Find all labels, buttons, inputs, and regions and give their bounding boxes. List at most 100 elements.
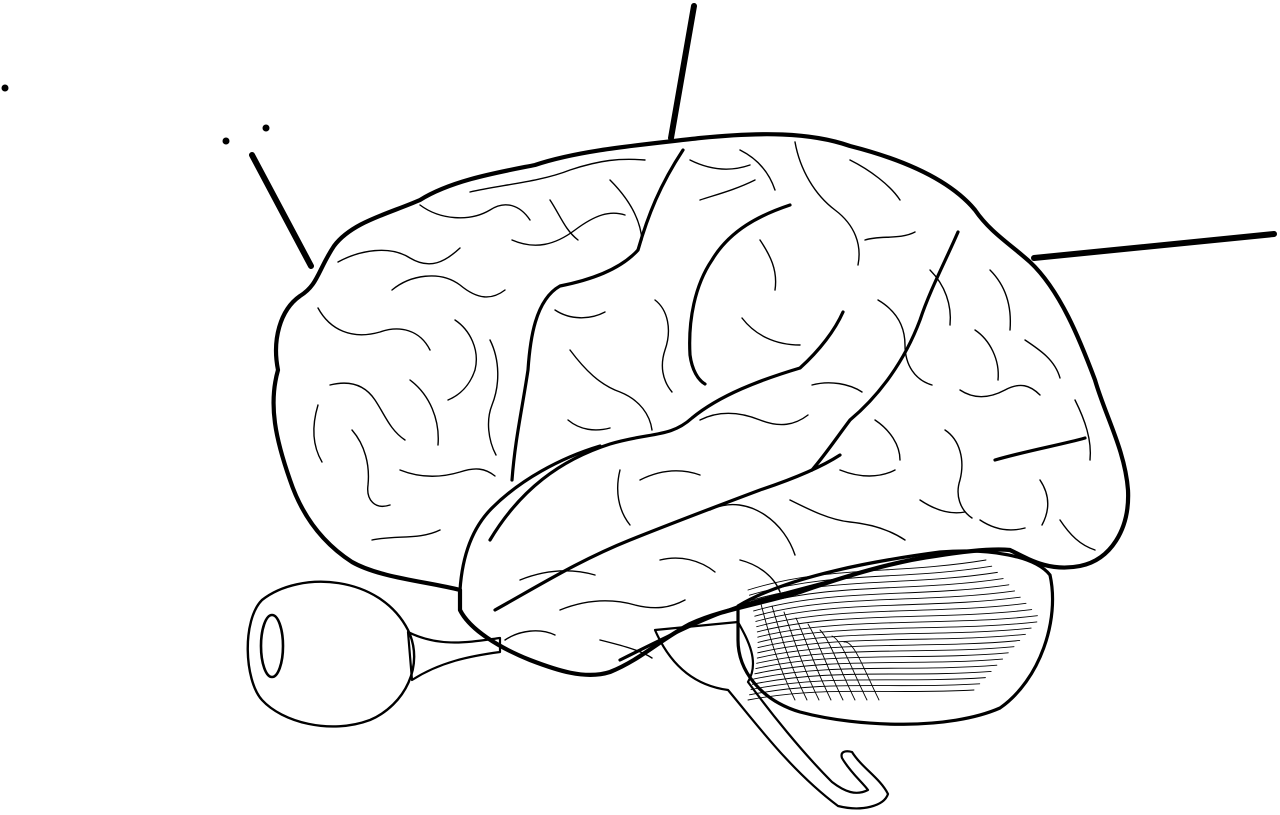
cerebellum-folium [756, 640, 1021, 659]
eye-icon [246, 580, 416, 728]
eye-group [246, 580, 502, 728]
minor-sulcus [487, 339, 499, 456]
cerebellum-folium [759, 599, 796, 701]
minor-sulcus [317, 307, 431, 351]
cerebellum-folium [795, 617, 832, 701]
minor-sulcus [337, 247, 461, 265]
central-sulcus [510, 148, 685, 482]
minor-sulcus [919, 499, 966, 514]
minor-sulcus [567, 419, 611, 431]
minor-sulcus [1074, 399, 1092, 461]
minor-sulcus [559, 599, 686, 611]
leader-dot [262, 124, 270, 132]
cerebellum-folium [754, 658, 1004, 675]
minor-sulcus [739, 559, 781, 593]
leader-line-left [249, 152, 314, 269]
leader-line-top [668, 3, 697, 141]
minor-sulcus [469, 158, 646, 193]
cerebellum-folium [751, 670, 992, 685]
cerebellum-folium [750, 677, 986, 690]
cerebrum-group [271, 132, 1131, 677]
minor-sulcus [839, 469, 896, 477]
cerebellum-folia [747, 559, 1038, 701]
minor-sulcus [929, 269, 952, 326]
minor-sulcus [699, 412, 809, 426]
leader-dot [1, 84, 9, 92]
minor-sulcus [794, 141, 860, 266]
leader-line-right [1031, 231, 1277, 261]
optic-nerve [406, 630, 502, 682]
minor-sulcus [979, 519, 1026, 531]
cerebellum-folium [757, 615, 1038, 638]
cerebellum-folium [819, 629, 856, 701]
cerebellum [736, 549, 1055, 726]
minor-sulcus [989, 269, 1012, 331]
temporal-lobe-border [458, 444, 602, 592]
cerebellum-folium [843, 641, 880, 701]
minor-sulcus [849, 159, 901, 201]
cerebellum-folium [756, 646, 1015, 664]
minor-sulcus [759, 239, 777, 291]
cerebellum-folium [755, 652, 1009, 670]
minor-sulcus [409, 379, 439, 446]
minor-sulcus [709, 503, 796, 556]
minor-sulcus [313, 404, 323, 463]
cerebellum-folium [831, 635, 868, 701]
cerebrum [271, 132, 1131, 677]
lateral-fissure [488, 310, 845, 542]
leader-dot [222, 137, 230, 145]
minor-sulcus [569, 349, 653, 431]
cerebellum-folium [754, 590, 1016, 617]
minor-sulcus [699, 179, 756, 201]
minor-sulcus [864, 231, 916, 241]
cerebellum-folium [807, 623, 844, 701]
cerebellum-group [736, 549, 1055, 726]
cerebellum-folium [771, 605, 808, 701]
minor-sulcus [659, 557, 716, 573]
minor-sulcus [1024, 339, 1061, 379]
cerebellum-folium [753, 664, 998, 680]
minor-sulcus [789, 499, 906, 541]
superior-temporal-sulcus [493, 453, 842, 612]
minor-sulcus [391, 275, 506, 298]
minor-sulcus [371, 529, 441, 541]
cerebellum-folium [756, 602, 1027, 628]
minor-sulcus [329, 382, 406, 441]
minor-sulci [313, 141, 1096, 659]
minor-sulcus [1059, 519, 1096, 551]
minor-sulcus [609, 179, 643, 241]
cerebellum-folium [757, 621, 1038, 643]
minor-sulcus [689, 159, 751, 170]
minor-sulcus [599, 639, 653, 659]
occipital-sulcus [993, 436, 1087, 462]
minor-sulcus [654, 299, 673, 393]
cerebellum-folium [753, 584, 1010, 612]
minor-sulcus [504, 630, 556, 641]
parieto-occipital-sulcus [810, 230, 960, 472]
minor-sulcus [447, 319, 477, 401]
major-sulci [458, 148, 1087, 662]
minor-sulcus [874, 419, 901, 461]
minor-sulcus [511, 212, 626, 246]
cerebellum-folium [783, 611, 820, 701]
minor-sulcus [741, 317, 801, 346]
minor-sulcus [639, 470, 701, 481]
cerebellum-folium [757, 633, 1026, 654]
minor-sulcus [519, 570, 596, 581]
cerebellum-folium [757, 627, 1032, 649]
minor-sulcus [974, 329, 999, 381]
minor-sulcus [351, 429, 391, 507]
minor-sulcus [1039, 479, 1049, 526]
cerebellum-folium [747, 689, 975, 701]
minor-sulcus [554, 309, 606, 319]
minor-sulcus [944, 429, 973, 519]
cerebellum-folium [755, 596, 1021, 622]
leader-lines [1, 3, 1277, 269]
cerebellum-folium [749, 565, 993, 596]
minor-sulcus [739, 149, 776, 191]
brainstem [653, 620, 890, 810]
minor-sulcus [811, 382, 863, 393]
minor-sulcus [419, 204, 531, 221]
inferior-temporal-sulcus [618, 574, 852, 662]
